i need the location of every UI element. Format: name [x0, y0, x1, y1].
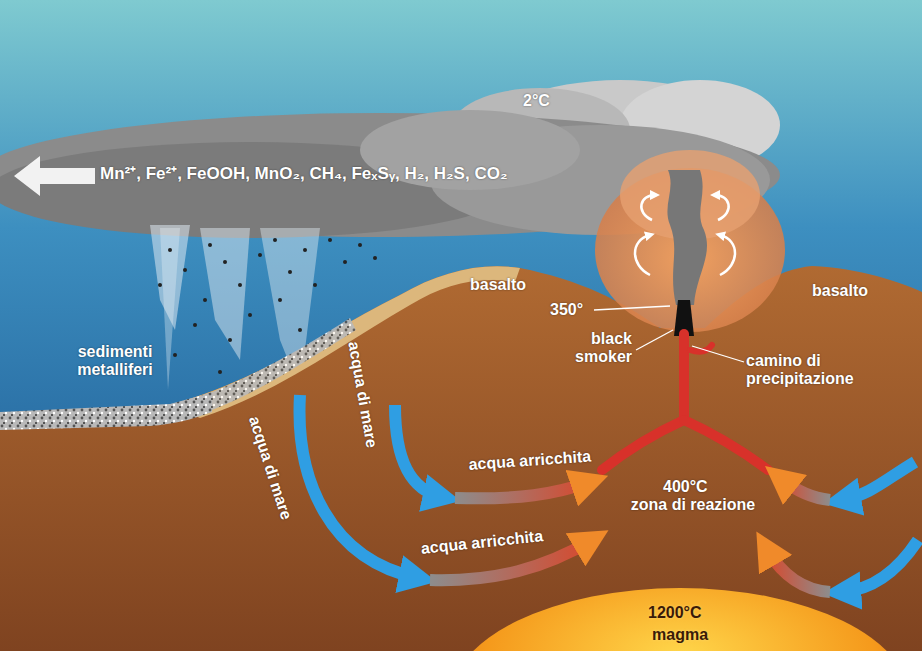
flow-label: acqua arricchita	[468, 447, 592, 474]
magma-label: magma	[652, 626, 708, 644]
vent-label: black smoker	[548, 330, 632, 367]
flow-label: acqua di mare	[344, 340, 381, 449]
chemical-species: Mn²⁺, Fe²⁺, FeOOH, MnO₂, CH₄, FeₓSᵧ, H₂,…	[100, 164, 507, 184]
temperature-label: 2°C	[523, 92, 550, 110]
zone-label: zona di reazione	[630, 496, 756, 514]
convection-swirl	[635, 195, 735, 275]
flow-label: acqua di mare	[245, 414, 296, 522]
rock-label: basalto	[812, 282, 868, 300]
chimney-label: camino di precipitazione	[746, 352, 896, 389]
sediment-label: sedimenti metalliferi	[55, 343, 175, 380]
metalliferous-sediment	[205, 318, 356, 410]
circulation-arrows	[300, 395, 918, 592]
metalliferous-sediment	[0, 392, 212, 430]
smoke-column	[667, 170, 707, 305]
magma-chamber	[450, 588, 910, 651]
temperature-label: 1200°C	[648, 604, 702, 622]
flow-label: acqua arricchita	[420, 527, 544, 558]
drift-arrow	[14, 156, 95, 196]
temperature-label: 350°	[550, 301, 583, 319]
rock-label: basalto	[470, 276, 526, 294]
temperature-label: 400°C	[663, 478, 708, 496]
basalt-crust	[0, 266, 922, 651]
sediment-layer	[170, 266, 520, 418]
